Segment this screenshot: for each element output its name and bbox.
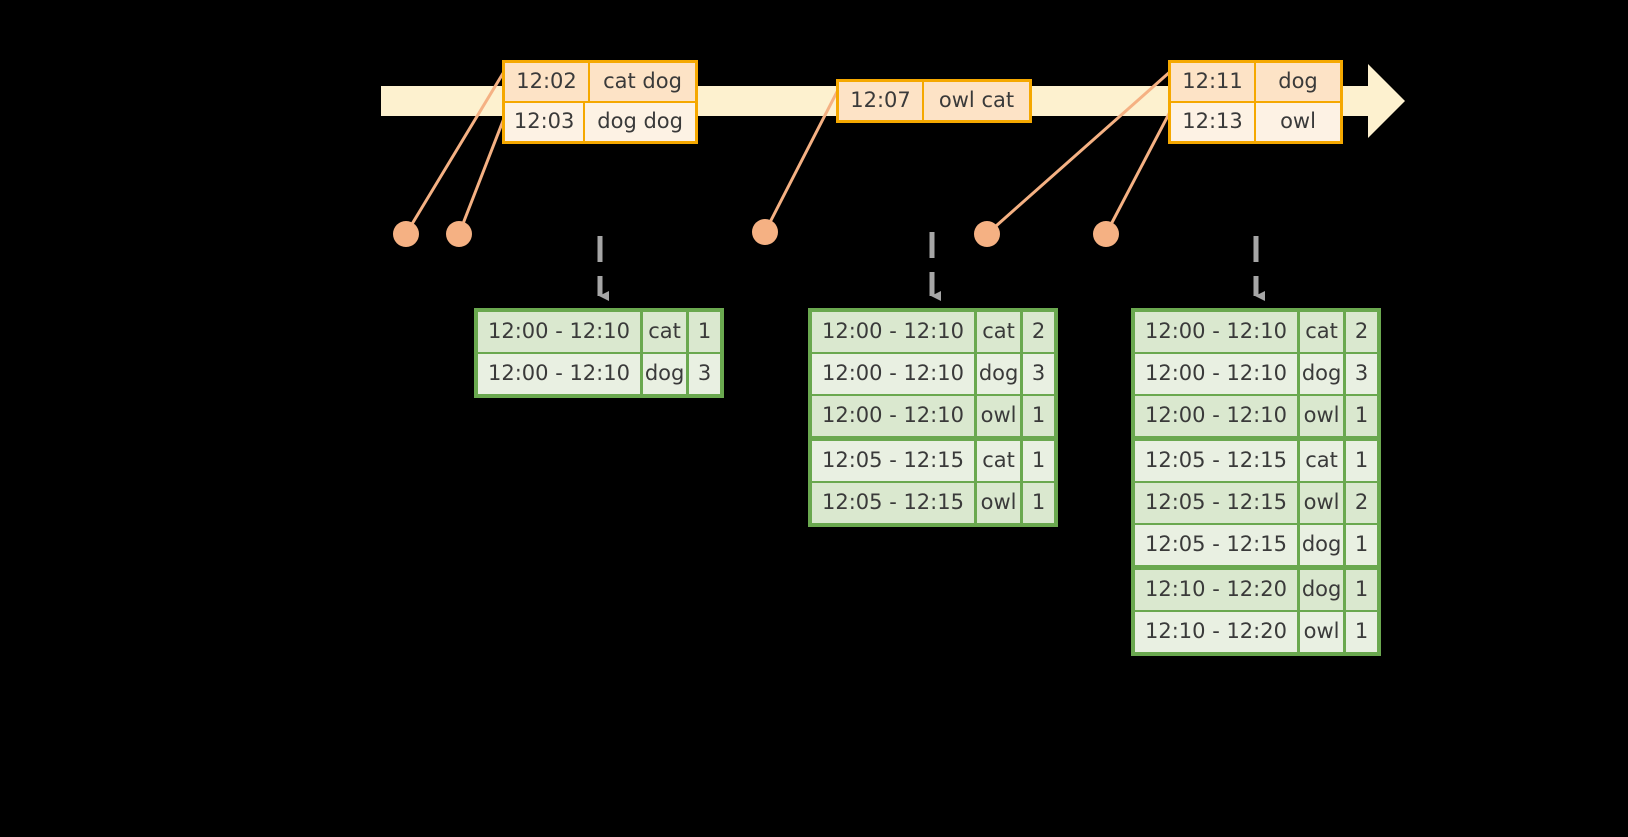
- count-cell: 2: [1354, 319, 1369, 343]
- down-arrows: [597, 232, 1265, 301]
- event-time: 12:03: [505, 103, 586, 141]
- window-cell: 12:05 - 12:15: [1135, 525, 1300, 565]
- event-time: 12:13: [1171, 103, 1256, 141]
- event-row[interactable]: 12:11 dog: [1171, 63, 1340, 101]
- count-cell: 3: [1354, 361, 1369, 385]
- connector-line-2: [457, 107, 510, 235]
- connector-line-1: [404, 69, 507, 235]
- event-row[interactable]: 12:02 cat dog: [505, 63, 695, 101]
- connector-dot-4: [974, 221, 1000, 247]
- count-cell: 1: [1354, 532, 1369, 556]
- event-row[interactable]: 12:03 dog dog: [505, 101, 695, 141]
- event-group-3[interactable]: 12:11 dog 12:13 owl: [1168, 60, 1343, 144]
- key-cell: dog: [643, 354, 690, 394]
- connector-dot-1: [393, 221, 419, 247]
- key-cell: cat: [643, 312, 690, 352]
- key-cell: cat: [977, 441, 1024, 481]
- window-cell: 12:05 - 12:15: [812, 441, 977, 481]
- window-cell: 12:05 - 12:15: [1135, 441, 1300, 481]
- window-cell: 12:00 - 12:10: [1135, 396, 1300, 436]
- connector-line-5: [1104, 107, 1174, 235]
- window-cell: 12:00 - 12:10: [812, 354, 977, 394]
- count-cell: 1: [697, 319, 712, 343]
- event-time: 12:02: [505, 63, 590, 101]
- key-cell: owl: [977, 396, 1024, 436]
- count-cell: 3: [697, 361, 712, 385]
- key-cell: cat: [1300, 312, 1347, 352]
- key-cell: owl: [1300, 483, 1347, 523]
- key-cell: owl: [1300, 396, 1347, 436]
- window-cell: 12:00 - 12:10: [1135, 312, 1300, 352]
- count-cell: 1: [1031, 490, 1046, 514]
- count-cell: 2: [1031, 319, 1046, 343]
- window-cell: 12:10 - 12:20: [1135, 570, 1300, 610]
- event-row[interactable]: 12:07 owl cat: [839, 82, 1029, 120]
- window-cell: 12:10 - 12:20: [1135, 612, 1300, 652]
- count-cell: 1: [1031, 448, 1046, 472]
- connector-line-3: [763, 85, 842, 233]
- key-cell: cat: [1300, 441, 1347, 481]
- connector-dots: [393, 219, 1119, 247]
- window-cell: 12:00 - 12:10: [478, 354, 643, 394]
- connector-dot-3: [752, 219, 778, 245]
- key-cell: cat: [977, 312, 1024, 352]
- window-cell: 12:05 - 12:15: [1135, 483, 1300, 523]
- key-cell: dog: [1300, 354, 1347, 394]
- connector-dot-5: [1093, 221, 1119, 247]
- count-cell: 1: [1354, 448, 1369, 472]
- key-cell: dog: [1300, 570, 1347, 610]
- count-cell: 1: [1354, 577, 1369, 601]
- count-cell: 3: [1031, 361, 1046, 385]
- key-cell: dog: [1300, 525, 1347, 565]
- event-text: dog dog: [597, 109, 683, 133]
- window-cell: 12:05 - 12:15: [812, 483, 977, 523]
- event-time: 12:11: [1171, 63, 1256, 101]
- key-cell: owl: [1300, 612, 1347, 652]
- count-cell: 1: [1354, 403, 1369, 427]
- event-text: owl cat: [938, 88, 1015, 112]
- event-row[interactable]: 12:13 owl: [1171, 101, 1340, 141]
- window-cell: 12:00 - 12:10: [812, 312, 977, 352]
- window-cell: 12:00 - 12:10: [478, 312, 643, 352]
- window-cell: 12:00 - 12:10: [1135, 354, 1300, 394]
- key-cell: owl: [977, 483, 1024, 523]
- event-group-2[interactable]: 12:07 owl cat: [836, 79, 1032, 123]
- key-cell: dog: [977, 354, 1024, 394]
- count-cell: 2: [1354, 490, 1369, 514]
- window-cell: 12:00 - 12:10: [812, 396, 977, 436]
- event-text: dog: [1278, 69, 1318, 93]
- count-cell: 1: [1031, 403, 1046, 427]
- event-text: cat dog: [603, 69, 682, 93]
- event-group-1[interactable]: 12:02 cat dog 12:03 dog dog: [502, 60, 698, 144]
- count-cell: 1: [1354, 619, 1369, 643]
- connector-dot-2: [446, 221, 472, 247]
- event-time: 12:07: [839, 82, 924, 120]
- event-text: owl: [1280, 109, 1316, 133]
